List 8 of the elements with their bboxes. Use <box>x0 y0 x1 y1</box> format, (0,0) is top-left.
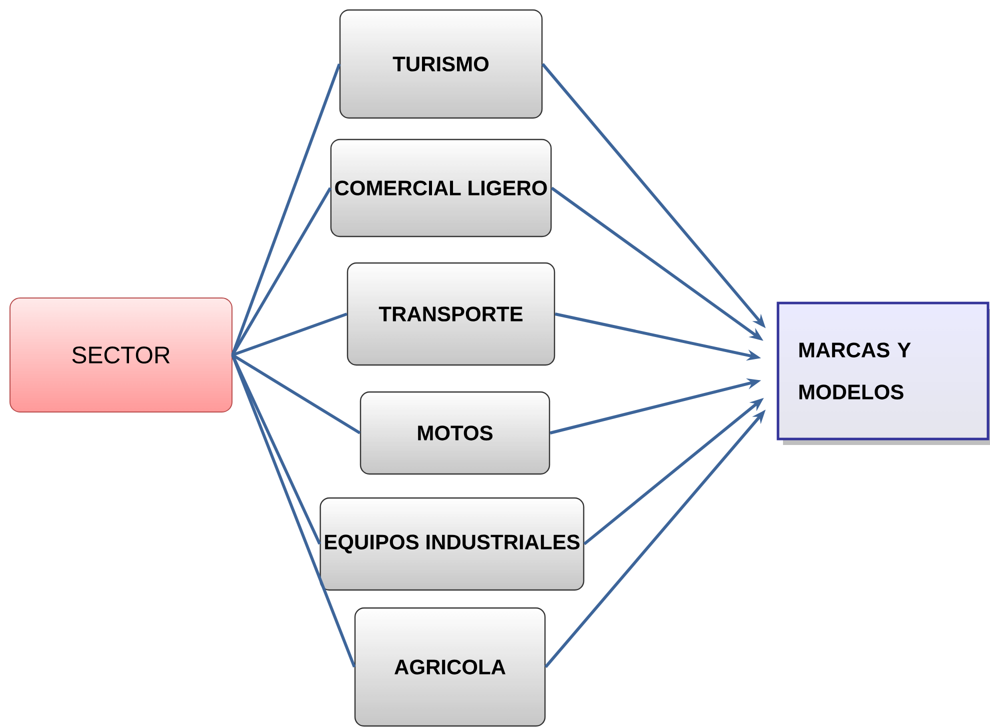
category-box: TRANSPORTE <box>346 262 556 366</box>
category-box: COMERCIAL LIGERO <box>330 138 552 238</box>
category-box: EQUIPOS INDUSTRIALES <box>320 497 584 591</box>
sector-box: SECTOR <box>10 298 232 412</box>
category-box: AGRICOLA <box>354 607 546 727</box>
result-box: MARCAS Y MODELOS <box>776 302 990 440</box>
category-box: TURISMO <box>339 9 543 119</box>
category-box: MOTOS <box>360 391 550 475</box>
